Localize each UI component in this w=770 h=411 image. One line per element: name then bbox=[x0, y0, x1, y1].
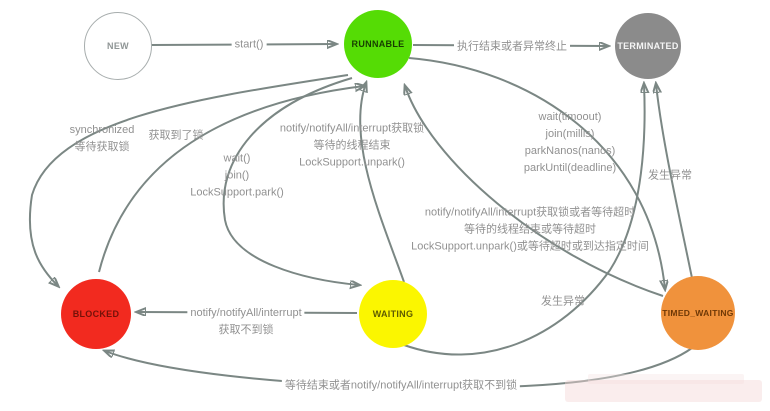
edge-label-timed-to-blocked: 等待结束或者notify/notifyAll/interrupt获取不到锁 bbox=[281, 377, 521, 395]
state-node-blocked: BLOCKED bbox=[61, 279, 131, 349]
state-node-waiting: WAITING bbox=[359, 280, 427, 348]
edge-timed-terminated bbox=[656, 84, 693, 279]
edge-label-waiting-to-blocked: notify/notifyAll/interrupt 获取不到锁 bbox=[187, 305, 305, 339]
edge-runnable-blocked bbox=[28, 74, 349, 286]
state-node-timed-waiting: TIMED_WAITING bbox=[661, 276, 735, 350]
edge-label-start: start() bbox=[231, 36, 267, 54]
watermark-blur bbox=[565, 380, 762, 402]
edge-runnable-timed bbox=[408, 57, 665, 289]
edge-label-timed-to-run: notify/notifyAll/interrupt获取锁或者等待超时 等待的线… bbox=[411, 206, 649, 253]
edge-waiting-runnable bbox=[359, 83, 405, 283]
edge-label-run-to-blocked: synchronized 等待获取锁 bbox=[69, 124, 135, 153]
edge-waiting-terminated bbox=[403, 84, 645, 356]
edge-runnable-waiting bbox=[222, 77, 359, 285]
edge-label-waiting-to-run: notify/notifyAll/interrupt获取锁 等待的线程结束 Lo… bbox=[279, 122, 425, 169]
state-node-terminated: TERMINATED bbox=[615, 13, 681, 79]
edge-label-waiting-to-terminated: 发生异常 bbox=[541, 295, 585, 308]
edge-label-run-to-waiting: wait() join() LockSupport.park() bbox=[190, 152, 284, 199]
edge-label-run-to-timed: wait(timoout) join(millis) parkNanos(nan… bbox=[523, 111, 617, 174]
edge-label-blocked-to-run: 获取到了锁 bbox=[148, 129, 204, 142]
edge-timed-runnable bbox=[405, 86, 664, 297]
state-node-runnable: RUNNABLE bbox=[344, 10, 412, 78]
state-node-new: NEW bbox=[84, 12, 152, 80]
edge-label-timed-to-terminated: 发生异常 bbox=[648, 169, 692, 182]
edge-label-run-to-terminated: 执行结束或者异常终止 bbox=[454, 38, 570, 56]
watermark-blur-small bbox=[588, 374, 744, 384]
